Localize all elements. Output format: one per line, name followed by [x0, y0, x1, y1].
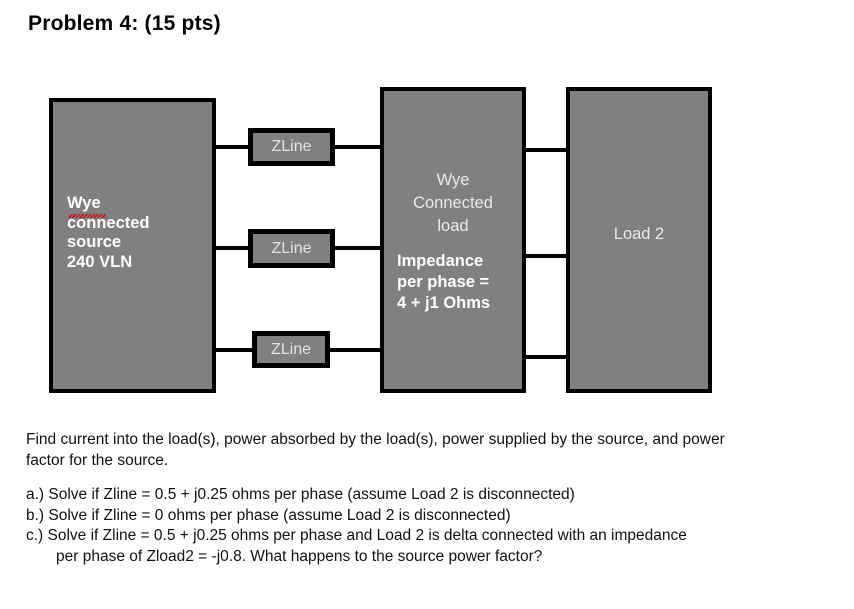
problem-statement: Find current into the load(s), power abs… [26, 430, 786, 567]
wire-zline-2-to-wye-load [332, 246, 383, 250]
wire-zline-3-to-wye-load [327, 348, 383, 352]
problem-intro-text: Find current into the load(s), power abs… [26, 431, 725, 469]
spellcheck-squiggle-underline [68, 214, 106, 218]
wire-source-to-zline-2 [213, 246, 251, 250]
zline-box-3: ZLine [252, 331, 330, 368]
wye-load-heading: Wye Connected load [413, 171, 493, 235]
load2-block: Load 2 [566, 87, 712, 393]
problem-part-c-continuation: per phase of Zload2 = -j0.8. What happen… [56, 547, 543, 565]
problem-part-b: b.) Solve if Zline = 0 ohms per phase (a… [26, 506, 511, 524]
page-title: Problem 4: (15 pts) [28, 12, 221, 35]
circuit-diagram: Wye connected source 240 VLN ZLine ZLine… [49, 87, 712, 393]
problem-part-c: c.) Solve if Zline = 0.5 + j0.25 ohms pe… [26, 527, 687, 544]
wye-connected-source-block: Wye connected source 240 VLN [49, 98, 216, 393]
wire-zline-1-to-wye-load [332, 145, 383, 149]
wire-wye-load-to-load2-2 [522, 254, 569, 258]
zline-box-2-label: ZLine [271, 239, 312, 257]
zline-box-1-label: ZLine [271, 138, 312, 155]
zline-box-1: ZLine [248, 128, 335, 166]
zline-box-2: ZLine [248, 229, 335, 268]
source-block-label: Wye connected source 240 VLN [67, 194, 150, 271]
problem-part-a: a.) Solve if Zline = 0.5 + j0.25 ohms pe… [26, 486, 575, 503]
wire-wye-load-to-load2-1 [522, 148, 569, 152]
wye-connected-load-block: Wye Connected load Impedance per phase =… [380, 87, 526, 393]
wire-wye-load-to-load2-3 [522, 355, 569, 359]
load2-block-label: Load 2 [613, 225, 665, 243]
wye-load-impedance-label: Impedance per phase = 4 + j1 Ohms [397, 252, 491, 312]
wire-source-to-zline-3 [213, 348, 255, 352]
zline-box-3-label: ZLine [270, 340, 312, 358]
wire-source-to-zline-1 [213, 145, 251, 149]
